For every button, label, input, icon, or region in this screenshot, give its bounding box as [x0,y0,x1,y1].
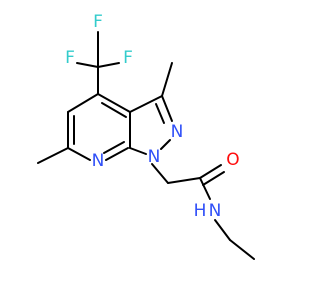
atom-label-f2: F [65,48,75,68]
bond-carbonyl-n [199,177,211,200]
bond-c6-methyl [37,147,69,164]
bond-n7-c7a [105,147,129,161]
bond-c4-c3a-double [97,93,131,113]
bond-c3-n2 [161,95,173,122]
bond-ethyl-ch2-ch3 [229,239,255,260]
bond-c-f-left [76,62,99,68]
atom-label-n-amide: N [209,201,222,221]
bond-carbonyl-o [199,164,222,179]
bond-n1-c7a [129,147,147,155]
bond-n1-ch2 [151,163,169,184]
bond-ch2-carbonyl [167,177,201,184]
bond-n2-n1 [160,139,171,150]
bond-c-f-right [97,62,120,68]
bond-c4-c5 [67,93,99,113]
bond-n-ethyl-ch2 [214,219,231,241]
atom-label-n-pyrazole-2: N [171,122,184,142]
bond-c3-n2-inner [155,103,165,124]
bond-c3-methyl [161,62,173,97]
atom-label-f3: F [123,48,133,68]
atom-label-h-amide: H [194,201,207,221]
bond-carbonyl-o-inner [202,171,225,186]
atom-label-n-pyrazole-1: N [148,147,161,167]
bond-c3a-c3 [129,95,163,113]
molecule-diagram: F F F N N N O N H [37,12,255,260]
atom-label-o-carbonyl: O [226,150,239,170]
bond-c4-c3a-inner [101,102,127,118]
atom-label-n-pyridine: N [92,151,105,171]
atom-label-f1: F [93,12,103,32]
bond-n7-c7a-inner [103,141,125,154]
bond-c6-n7 [67,147,91,161]
molecule-structure: F F F N N N O N H [37,12,255,260]
